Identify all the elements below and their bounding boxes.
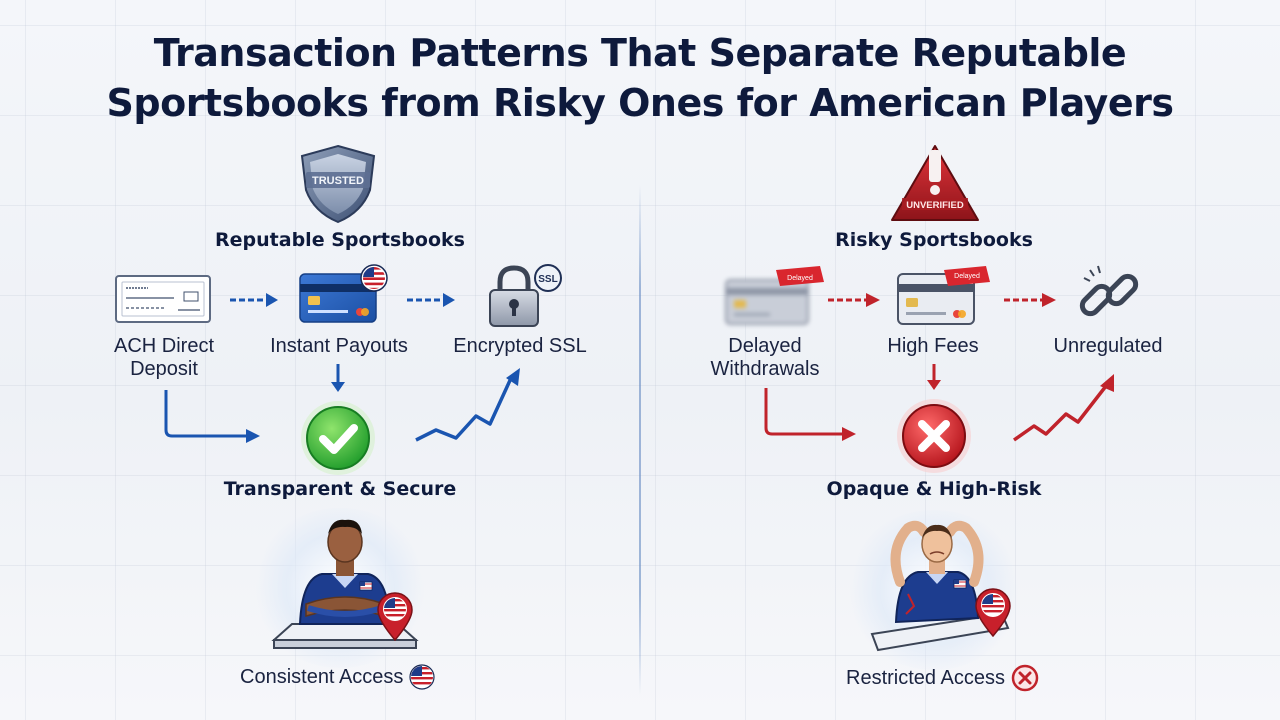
transparent-secure-outcome: Transparent & Secure — [223, 478, 457, 500]
warning-triangle-icon: UNVERIFIED — [891, 145, 979, 221]
ssl-badge-text: SSL — [538, 274, 557, 285]
blurred-card-icon — [725, 279, 809, 325]
restricted-access-row: Restricted Access — [846, 664, 1039, 692]
broken-chain-icon — [1079, 265, 1139, 317]
confident-player-icon — [271, 519, 419, 649]
ach-direct-deposit-label: ACH Direct Deposit — [113, 335, 214, 380]
restricted-access-label: Restricted Access — [846, 666, 1005, 689]
x-circle-icon — [1011, 664, 1039, 692]
encrypted-ssl-label: Encrypted SSL — [453, 335, 587, 357]
arrow-right-icon — [828, 293, 880, 307]
page-title: Transaction Patterns That Separate Reput… — [106, 31, 1174, 125]
risky-heading: Risky Sportsbooks — [835, 229, 1033, 251]
unregulated-label: Unregulated — [1053, 335, 1163, 357]
consistent-access-label: Consistent Access — [240, 665, 404, 688]
trusted-shield-icon: TRUSTED — [300, 144, 376, 224]
us-location-pin-icon — [377, 592, 413, 642]
credit-card-icon: Delayed — [897, 266, 990, 325]
opaque-high-risk-outcome: Opaque & High-Risk — [826, 478, 1042, 500]
us-location-pin-icon — [975, 588, 1011, 638]
cheque-icon — [115, 275, 211, 323]
svg-text:Delayed: Delayed — [787, 275, 813, 282]
high-fees-label: High Fees — [887, 335, 979, 357]
us-flag-icon — [409, 664, 436, 690]
consistent-access-row: Consistent Access — [240, 664, 436, 690]
instant-payouts-label: Instant Payouts — [270, 335, 408, 357]
center-divider — [639, 185, 641, 695]
check-icon — [301, 401, 375, 475]
credit-card-icon — [299, 264, 388, 323]
arrow-right-icon — [230, 293, 278, 307]
delayed-withdrawals-label: Delayed Withdrawals — [710, 335, 820, 380]
arrow-right-icon — [407, 293, 455, 307]
unverified-badge-text: UNVERIFIED — [906, 200, 964, 211]
padlock-icon: SSL — [489, 264, 562, 327]
arrow-right-icon — [1004, 293, 1056, 307]
flow-arrows — [164, 364, 520, 443]
svg-text:Delayed: Delayed — [954, 273, 980, 280]
reputable-heading: Reputable Sportsbooks — [215, 229, 465, 251]
frustrated-player-icon — [870, 520, 1010, 652]
trusted-badge-text: TRUSTED — [312, 175, 364, 187]
x-mark-icon — [897, 399, 971, 473]
flow-arrows — [764, 364, 1114, 442]
delayed-tag-icon: Delayed — [776, 266, 824, 286]
